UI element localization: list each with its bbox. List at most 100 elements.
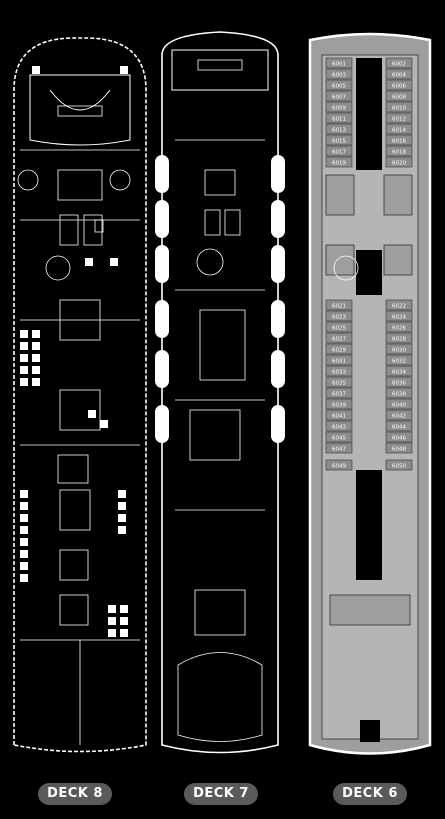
deck6-label[interactable]: DECK 6: [333, 783, 407, 805]
cabin-number: 6009: [332, 106, 346, 112]
cabin-number: 6019: [332, 161, 346, 167]
cabin-number: 6038: [392, 392, 406, 398]
cabin[interactable]: [385, 310, 413, 322]
cabin[interactable]: [325, 354, 353, 366]
cabin[interactable]: [385, 79, 413, 91]
cabin-number: 6024: [392, 315, 406, 321]
cabin[interactable]: [385, 101, 413, 113]
cabin[interactable]: [385, 409, 413, 421]
cabin[interactable]: [325, 442, 353, 454]
cabin-number: 6045: [332, 436, 346, 442]
cabin-number: 6033: [332, 370, 346, 376]
cabin[interactable]: [325, 365, 353, 377]
cabin-number: 6001: [332, 62, 346, 68]
cabin[interactable]: [325, 409, 353, 421]
cabin[interactable]: [325, 332, 353, 344]
cabin-number: 6007: [332, 95, 346, 101]
cabin-number: 6013: [332, 128, 346, 134]
cabin-number: 6016: [392, 139, 406, 145]
cabin[interactable]: [325, 57, 353, 69]
cabin-number: 6010: [392, 106, 406, 112]
cabin[interactable]: [325, 431, 353, 443]
cabin[interactable]: [385, 343, 413, 355]
cabin[interactable]: [325, 310, 353, 322]
cabin[interactable]: [325, 79, 353, 91]
cabin-number: 6022: [392, 304, 406, 310]
cabin-number: 6046: [392, 436, 406, 442]
cabin-number: 6014: [392, 128, 406, 134]
cabin[interactable]: [385, 459, 413, 471]
cabin[interactable]: [385, 57, 413, 69]
cabin[interactable]: [325, 134, 353, 146]
cabin[interactable]: [385, 156, 413, 168]
cabin-number: 6026: [392, 326, 406, 332]
cabin[interactable]: [325, 420, 353, 432]
cabin-number: 6006: [392, 84, 406, 90]
cabin[interactable]: [385, 332, 413, 344]
cabin[interactable]: [385, 321, 413, 333]
deck6-cabin-grid: 6001600360056007600960116013601560176019…: [325, 57, 413, 471]
cabin[interactable]: [325, 90, 353, 102]
cabin[interactable]: [325, 112, 353, 124]
deck8-label[interactable]: DECK 8: [38, 783, 112, 805]
cabin[interactable]: [385, 354, 413, 366]
cabin[interactable]: [325, 123, 353, 135]
cabin[interactable]: [385, 112, 413, 124]
cabin[interactable]: [385, 134, 413, 146]
cabin-number: 6049: [332, 464, 346, 470]
cabin-number: 6018: [392, 150, 406, 156]
cabin[interactable]: [325, 398, 353, 410]
cabin-number: 6002: [392, 62, 406, 68]
cabin-number: 6028: [392, 337, 406, 343]
cabin-number: 6034: [392, 370, 406, 376]
cabin-number: 6039: [332, 403, 346, 409]
cabin[interactable]: [385, 420, 413, 432]
cabin[interactable]: [325, 101, 353, 113]
cabin-number: 6020: [392, 161, 406, 167]
cabin-number: 6037: [332, 392, 346, 398]
cabin[interactable]: [385, 123, 413, 135]
cabin-number: 6025: [332, 326, 346, 332]
cabin-number: 6017: [332, 150, 346, 156]
cabin-number: 6023: [332, 315, 346, 321]
cabin[interactable]: [385, 442, 413, 454]
cabin[interactable]: [385, 376, 413, 388]
cabin-number: 6005: [332, 84, 346, 90]
cabin-number: 6040: [392, 403, 406, 409]
cabin[interactable]: [385, 145, 413, 157]
cabin[interactable]: [385, 398, 413, 410]
cabin[interactable]: [385, 431, 413, 443]
cabin-number: 6031: [332, 359, 346, 365]
cabin-number: 6003: [332, 73, 346, 79]
cabin-number: 6043: [332, 425, 346, 431]
cabin[interactable]: [325, 343, 353, 355]
cabin[interactable]: [385, 68, 413, 80]
cabin[interactable]: [325, 299, 353, 311]
cabin-number: 6029: [332, 348, 346, 354]
cabin[interactable]: [325, 68, 353, 80]
cabin-number: 6048: [392, 447, 406, 453]
cabin[interactable]: [325, 156, 353, 168]
cabin[interactable]: [325, 321, 353, 333]
cabin[interactable]: [325, 459, 353, 471]
cabin-number: 6050: [392, 464, 406, 470]
cabin-number: 6027: [332, 337, 346, 343]
cabin-number: 6035: [332, 381, 346, 387]
cabin[interactable]: [385, 387, 413, 399]
cabin-number: 6036: [392, 381, 406, 387]
cabin[interactable]: [325, 376, 353, 388]
cabin[interactable]: [385, 365, 413, 377]
cabin-number: 6047: [332, 447, 346, 453]
cabin-number: 6012: [392, 117, 406, 123]
cabin-number: 6042: [392, 414, 406, 420]
deck7-label[interactable]: DECK 7: [184, 783, 258, 805]
cabin[interactable]: [385, 90, 413, 102]
cabin[interactable]: [385, 299, 413, 311]
cabin[interactable]: [325, 387, 353, 399]
cabin-number: 6030: [392, 348, 406, 354]
cabin[interactable]: [325, 145, 353, 157]
